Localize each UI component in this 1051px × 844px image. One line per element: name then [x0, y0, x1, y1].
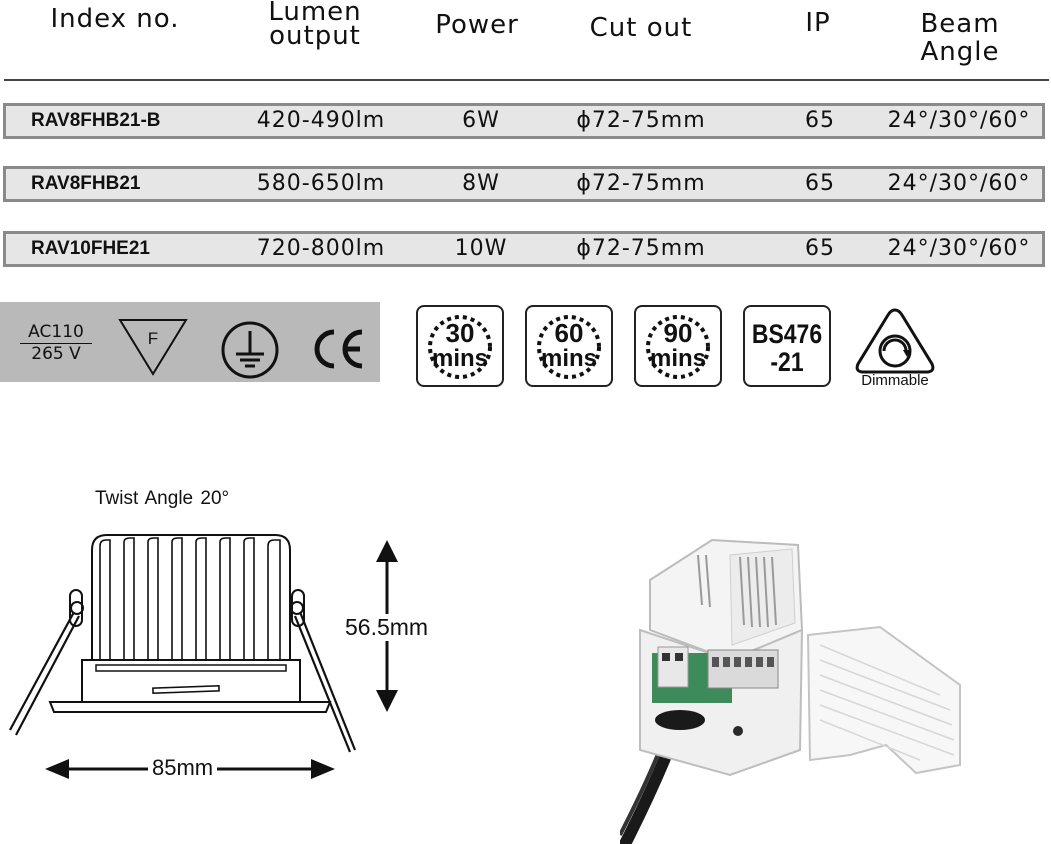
cell-cutout: ϕ72-75mm: [576, 171, 706, 196]
width-label: 85mm: [148, 755, 218, 781]
ce-mark-icon: [314, 329, 363, 369]
header-power: Power: [435, 10, 519, 40]
cell-index: RAV10FHE21: [31, 238, 150, 259]
earth-ground-icon: [221, 321, 279, 379]
cell-beam: 24°/30°/60°: [887, 236, 1031, 261]
dashed-ring-icon: [646, 315, 710, 379]
cell-beam: 24°/30°/60°: [887, 108, 1031, 133]
header-beam-line1: Beam: [920, 9, 1000, 39]
header-divider: [4, 79, 1049, 81]
fire-rating-badge-90: 90 mins: [634, 305, 722, 387]
badge-number: 30: [445, 318, 475, 348]
badge-unit: mins: [649, 345, 706, 372]
badge-number: 60: [554, 318, 584, 348]
cell-index: RAV8FHB21-B: [31, 110, 161, 131]
certification-strip: AC110 265 V F: [0, 302, 380, 382]
cell-ip: 65: [805, 108, 835, 133]
table-row: RAV8FHB21-B 420-490lm 6W ϕ72-75mm 65 24°…: [3, 103, 1045, 139]
bs-line1: BS476: [751, 319, 823, 349]
dashed-ring-icon: [428, 315, 492, 379]
cell-index: RAV8FHB21: [31, 173, 141, 194]
cell-cutout: ϕ72-75mm: [576, 108, 706, 133]
height-label: 56.5mm: [345, 614, 429, 641]
cell-lumen: 580-650lm: [256, 171, 386, 196]
twist-angle-label: Twist Angle 20°: [95, 488, 230, 509]
header-index: Index no.: [50, 4, 180, 34]
cell-power: 6W: [462, 108, 500, 133]
cell-power: 10W: [454, 236, 508, 261]
cell-lumen: 420-490lm: [256, 108, 386, 133]
fire-rating-badge-30: 30 mins: [416, 305, 504, 387]
cell-lumen: 720-800lm: [256, 236, 386, 261]
cell-power: 8W: [462, 171, 500, 196]
header-lumen: Lumen output: [250, 0, 380, 51]
dimmable-icon: [855, 308, 935, 374]
table-row: RAV8FHB21 580-650lm 8W ϕ72-75mm 65 24°/3…: [3, 166, 1045, 202]
table-header: Index no. Lumen output Power Cut out IP …: [0, 0, 1051, 80]
badge-unit: mins: [540, 345, 597, 372]
voltage-top: AC110: [20, 322, 92, 344]
cell-ip: 65: [805, 171, 835, 196]
dimmable-label: Dimmable: [861, 372, 929, 389]
dashed-ring-icon: [537, 315, 601, 379]
table-row: RAV10FHE21 720-800lm 10W ϕ72-75mm 65 24°…: [3, 231, 1045, 267]
f-mark-icon: F: [118, 319, 188, 376]
driver-photo: [620, 538, 961, 844]
f-mark-letter: F: [148, 329, 158, 348]
cell-cutout: ϕ72-75mm: [576, 236, 706, 261]
cell-beam: 24°/30°/60°: [887, 171, 1031, 196]
header-beam-line2: Angle: [920, 37, 1000, 67]
bs476-badge: BS476 -21: [743, 305, 831, 387]
badge-number: 90: [663, 318, 693, 348]
header-lumen-line1: Lumen: [268, 0, 362, 27]
cell-ip: 65: [805, 236, 835, 261]
header-cutout: Cut out: [589, 13, 693, 43]
bs-line2: -21: [770, 347, 804, 377]
fire-rating-badge-60: 60 mins: [525, 305, 613, 387]
header-lumen-line2: output: [269, 21, 361, 51]
header-ip: IP: [805, 8, 831, 38]
voltage-bottom: 265 V: [31, 344, 81, 364]
downlight-drawing: [9, 534, 357, 753]
header-beam: Beam Angle: [900, 10, 1020, 66]
badge-unit: mins: [431, 345, 488, 372]
voltage-rating: AC110 265 V: [20, 322, 92, 364]
